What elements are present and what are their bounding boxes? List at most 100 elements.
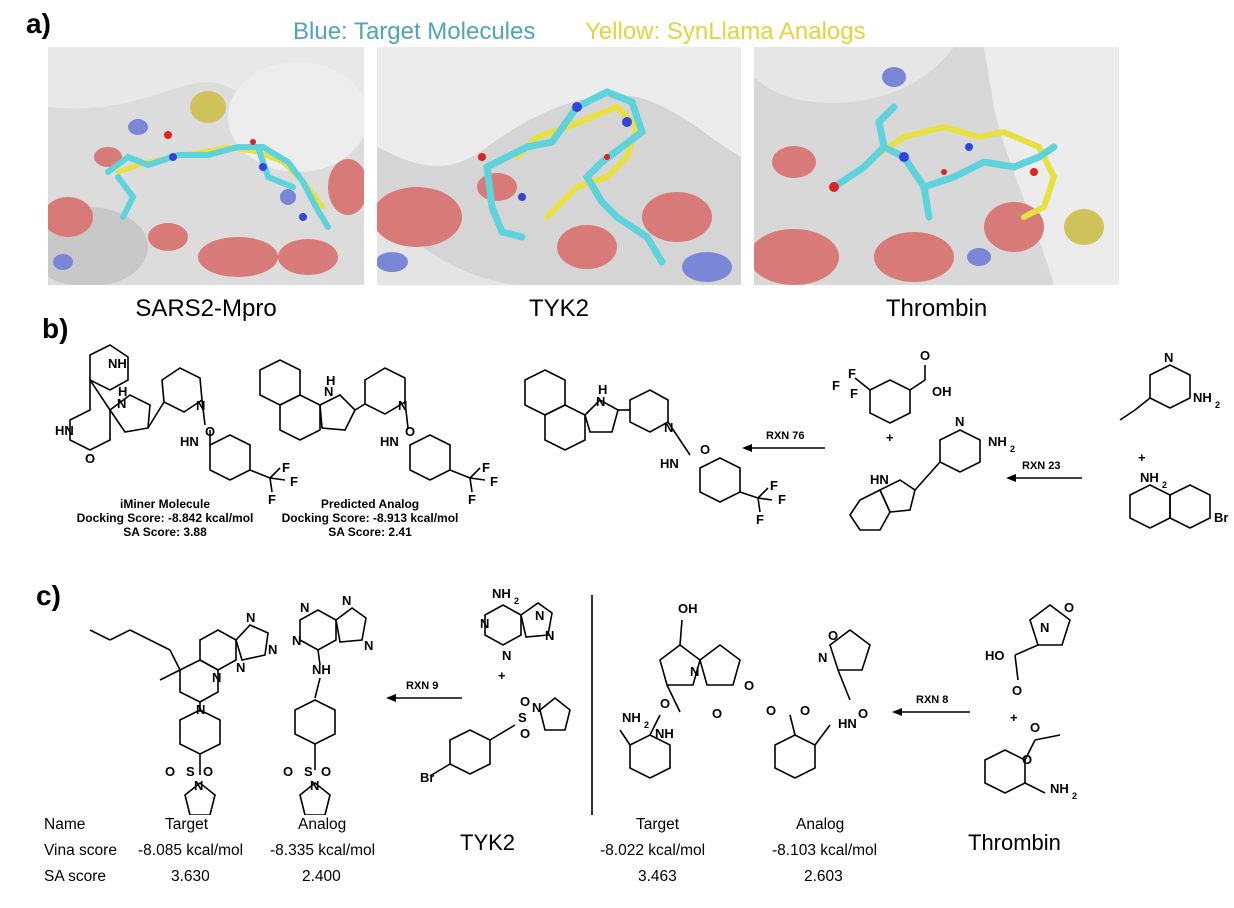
svg-text:NH: NH bbox=[988, 434, 1007, 449]
svg-text:OH: OH bbox=[932, 384, 952, 399]
panel-b-structures: NH NH HN O N HN O FFF NH N HN O FFF NH N… bbox=[55, 344, 1228, 531]
svg-text:N: N bbox=[196, 702, 205, 717]
svg-text:N: N bbox=[364, 638, 373, 653]
svg-text:NH: NH bbox=[492, 586, 511, 601]
thrombin-header-target: Target bbox=[636, 816, 680, 833]
thrombin-table: Target Analog -8.022 kcal/mol -8.103 kca… bbox=[596, 816, 1196, 896]
thrombin-protein-label: Thrombin bbox=[968, 830, 1061, 855]
legend-yellow: Yellow: SynLlama Analogs bbox=[585, 18, 866, 45]
svg-text:S: S bbox=[518, 710, 527, 725]
svg-text:F: F bbox=[850, 386, 858, 401]
svg-text:F: F bbox=[468, 492, 476, 507]
mol2-title: Predicted Analog bbox=[320, 497, 420, 511]
svg-text:HN: HN bbox=[180, 434, 199, 449]
svg-text:F: F bbox=[268, 492, 276, 507]
svg-text:NH: NH bbox=[655, 726, 674, 741]
svg-text:F: F bbox=[848, 366, 856, 381]
svg-text:NH: NH bbox=[312, 662, 331, 677]
docking-image-thrombin bbox=[754, 47, 1119, 285]
thrombin-row1-analog: -8.103 kcal/mol bbox=[772, 842, 878, 859]
svg-text:OH: OH bbox=[678, 601, 698, 616]
svg-text:N: N bbox=[268, 642, 277, 657]
svg-text:N: N bbox=[955, 414, 964, 429]
svg-text:N: N bbox=[117, 396, 126, 411]
protein-name-sars2-mpro: SARS2-Mpro bbox=[135, 295, 277, 322]
svg-text:N: N bbox=[246, 610, 255, 625]
docking-image-sars2-mpro bbox=[48, 47, 364, 285]
svg-text:NH: NH bbox=[622, 710, 641, 725]
svg-text:O: O bbox=[520, 694, 530, 709]
thrombin-header-analog: Analog bbox=[796, 816, 845, 833]
svg-text:2: 2 bbox=[1072, 791, 1077, 801]
svg-text:F: F bbox=[282, 460, 290, 475]
svg-text:HN: HN bbox=[870, 472, 889, 487]
svg-text:N: N bbox=[194, 778, 203, 793]
mol1-docking: Docking Score: -8.842 kcal/mol bbox=[76, 511, 254, 525]
svg-text:O: O bbox=[828, 628, 838, 643]
svg-text:N: N bbox=[596, 394, 605, 409]
svg-text:+: + bbox=[498, 668, 506, 683]
svg-text:F: F bbox=[756, 512, 764, 527]
svg-text:2: 2 bbox=[1010, 444, 1015, 454]
svg-text:F: F bbox=[832, 378, 840, 393]
rxn-label-76: RXN 76 bbox=[766, 430, 805, 442]
svg-text:N: N bbox=[502, 648, 511, 663]
tyk2-header-analog: Analog bbox=[298, 816, 347, 833]
mol2-caption: Predicted Analog Docking Score: -8.913 k… bbox=[255, 497, 485, 539]
panel-b-label: b) bbox=[42, 313, 69, 344]
svg-text:F: F bbox=[482, 460, 490, 475]
svg-text:F: F bbox=[770, 478, 778, 493]
svg-text:N: N bbox=[292, 633, 301, 648]
svg-text:O: O bbox=[1030, 720, 1040, 735]
svg-text:O: O bbox=[205, 424, 215, 439]
svg-text:N: N bbox=[535, 608, 544, 623]
svg-text:2: 2 bbox=[1162, 480, 1167, 490]
tyk2-header-target: Target bbox=[165, 816, 209, 833]
svg-text:O: O bbox=[165, 764, 175, 779]
svg-text:F: F bbox=[778, 492, 786, 507]
svg-text:N: N bbox=[690, 664, 699, 679]
legend-blue: Blue: Target Molecules bbox=[293, 18, 536, 45]
rxn-label-23: RXN 23 bbox=[1022, 460, 1061, 472]
svg-text:N: N bbox=[1040, 620, 1049, 635]
svg-text:2: 2 bbox=[514, 596, 519, 606]
mol2-sa: SA Score: 2.41 bbox=[328, 525, 412, 539]
mol1-caption: iMiner Molecule Docking Score: -8.842 kc… bbox=[50, 497, 280, 539]
svg-text:S: S bbox=[186, 764, 195, 779]
tyk2-header-name: Name bbox=[44, 816, 86, 833]
rxn-label-9: RXN 9 bbox=[406, 680, 439, 692]
tyk2-row1-analog: -8.335 kcal/mol bbox=[270, 842, 376, 859]
svg-text:O: O bbox=[85, 451, 95, 466]
svg-text:N: N bbox=[480, 616, 489, 631]
panel-c-label: c) bbox=[36, 580, 61, 611]
protein-name-tyk2: TYK2 bbox=[528, 295, 590, 322]
svg-text:N: N bbox=[664, 420, 673, 435]
svg-text:O: O bbox=[800, 703, 810, 718]
svg-text:N: N bbox=[545, 628, 554, 643]
svg-text:H: H bbox=[118, 384, 127, 399]
svg-text:O: O bbox=[712, 706, 722, 721]
svg-text:+: + bbox=[1138, 450, 1146, 465]
svg-text:O: O bbox=[920, 348, 930, 363]
svg-text:HN: HN bbox=[660, 456, 679, 471]
mol2-docking: Docking Score: -8.913 kcal/mol bbox=[281, 511, 459, 525]
tyk2-row1-name: Vina score bbox=[44, 842, 117, 859]
svg-text:HN: HN bbox=[838, 716, 857, 731]
svg-text:H: H bbox=[326, 373, 335, 388]
svg-text:HO: HO bbox=[985, 648, 1005, 663]
tyk2-protein-label: TYK2 bbox=[460, 830, 516, 855]
panel-a-label: a) bbox=[26, 8, 51, 39]
svg-text:2: 2 bbox=[1215, 400, 1220, 410]
svg-text:O: O bbox=[405, 424, 415, 439]
thrombin-row2-analog: 2.603 bbox=[804, 868, 843, 885]
tyk2-table: Name Target Analog Vina score -8.085 kca… bbox=[0, 816, 600, 896]
mol1-title: iMiner Molecule bbox=[119, 497, 211, 511]
svg-text:2: 2 bbox=[644, 720, 649, 730]
svg-text:N: N bbox=[196, 398, 205, 413]
svg-text:Br: Br bbox=[420, 770, 434, 785]
svg-text:N: N bbox=[398, 398, 407, 413]
svg-text:NH: NH bbox=[1140, 470, 1159, 485]
mol1-sa: SA Score: 3.88 bbox=[123, 525, 207, 539]
svg-text:S: S bbox=[304, 764, 313, 779]
docking-image-tyk2 bbox=[377, 47, 741, 285]
